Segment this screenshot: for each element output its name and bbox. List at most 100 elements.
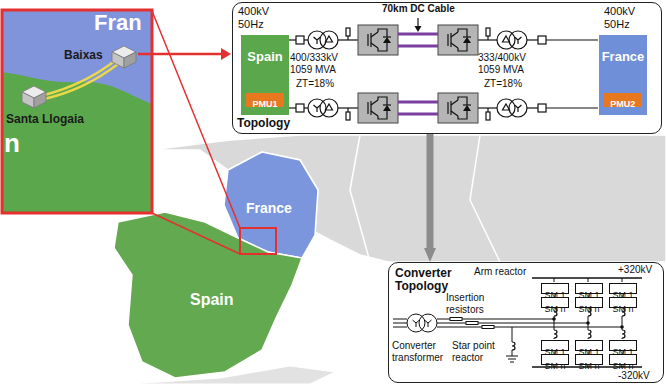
europe-map — [350, 135, 370, 262]
topology-wiring — [515, 105, 522, 112]
panel-ground — [232, 2, 662, 134]
submodule-box: SM n — [575, 297, 603, 308]
submodule-box: SM n — [541, 297, 569, 308]
converter-wiring — [393, 323, 407, 324]
voltage-label: +320kV — [618, 264, 652, 276]
impedance-label: ZT=18% — [296, 78, 334, 90]
station-name: Santa Llogaia — [6, 112, 84, 126]
topology-wiring — [296, 104, 304, 112]
zoom-arrow — [138, 48, 231, 60]
converter-symbol — [438, 93, 478, 123]
box-text: SM n — [578, 362, 599, 371]
zoom-map — [2, 10, 152, 213]
box-text: SM n — [578, 305, 599, 314]
europe-map — [152, 213, 240, 254]
topology-wiring — [296, 36, 304, 44]
topology-wiring — [503, 104, 510, 110]
submodule-box: SM 1 — [575, 340, 603, 351]
topology-wiring — [346, 28, 350, 36]
part-name: Converter transformer — [392, 340, 452, 364]
topology-wiring — [538, 104, 546, 112]
converter-symbol — [358, 25, 478, 123]
submodule-box: SM n — [541, 354, 569, 365]
submodule-box: SM n — [575, 354, 603, 365]
converter-wiring — [450, 318, 462, 321]
europe-map — [152, 11, 240, 228]
topology-wiring — [320, 99, 338, 117]
pmu-box: PMU2 — [604, 93, 642, 107]
topology-wiring — [314, 37, 321, 44]
cable-pointer — [415, 18, 422, 32]
grid-rating: 400kV 50Hz — [238, 5, 278, 31]
part-name: Insertion resistors — [446, 292, 506, 316]
topology-wiring — [509, 99, 527, 117]
dc-cable — [398, 101, 438, 104]
panel-heading: Converter Topology — [395, 267, 457, 293]
converter-wiring — [588, 278, 589, 282]
converter-wiring — [510, 362, 514, 363]
converter-wiring — [532, 277, 642, 279]
zoom-map — [44, 64, 118, 99]
submodule-box: SM n — [609, 297, 637, 308]
zoom-arrow — [138, 53, 222, 56]
reactor-symbol — [554, 330, 557, 338]
submodule-box: SM 1 — [609, 340, 637, 351]
dc-cable — [398, 33, 438, 36]
reactor-symbol — [512, 342, 515, 350]
topology-wiring — [346, 112, 350, 120]
reactor-symbol — [622, 330, 625, 338]
converter-wiring — [437, 319, 554, 320]
box-text: France — [602, 49, 645, 64]
zoom-map — [112, 46, 136, 68]
station-name: Baixas — [64, 48, 103, 62]
dc-cable — [398, 45, 438, 48]
topology-wiring — [546, 107, 598, 108]
box-text: SM n — [544, 305, 565, 314]
converter-wiring — [419, 314, 437, 332]
zoom-frame — [2, 10, 152, 213]
cable-pointer — [417, 18, 418, 27]
topology-wiring — [326, 36, 333, 42]
topology-wiring — [486, 112, 490, 120]
zoom-map — [44, 60, 116, 95]
topology-wiring — [486, 28, 490, 36]
box-text: SM n — [612, 362, 633, 371]
converter-wiring — [622, 278, 623, 282]
box-text: SM n — [544, 362, 565, 371]
zoom-map — [2, 10, 152, 213]
part-name: Star point reactor — [452, 340, 508, 364]
reactor-symbol — [588, 330, 591, 338]
junction-dot — [552, 317, 556, 321]
topology-wiring — [326, 104, 333, 110]
topology-wiring — [288, 107, 296, 108]
map-label: Fran — [94, 10, 142, 36]
cable-pointer — [415, 26, 422, 32]
topology-wiring — [527, 39, 538, 40]
dc-cable — [398, 113, 438, 116]
converter-wiring — [393, 327, 407, 328]
transformer-rating: 400/333kV 1059 MVA — [290, 52, 352, 76]
converter-wiring — [512, 350, 513, 356]
country-name: France — [246, 200, 292, 217]
box-text: Spain — [247, 49, 282, 64]
europe-map — [240, 228, 276, 254]
impedance-label: ZT=18% — [484, 78, 522, 90]
converter-symbol — [358, 25, 398, 55]
box-text: SM n — [612, 305, 633, 314]
junction-dot — [586, 321, 590, 325]
converter-wiring — [482, 326, 494, 329]
europe-map — [114, 212, 302, 378]
converter-wiring — [554, 278, 555, 282]
converter-wiring — [466, 322, 478, 325]
map-label: n — [4, 128, 20, 159]
converter-wiring — [425, 320, 432, 327]
converter-wiring — [407, 314, 425, 332]
converter-wiring — [506, 356, 518, 357]
topology-wiring — [515, 37, 522, 44]
converter-symbol — [438, 25, 478, 55]
europe-map — [470, 135, 500, 262]
submodule-box: SM 1 — [575, 283, 603, 294]
converter-wiring — [508, 359, 516, 360]
submodule-box: SM 1 — [609, 283, 637, 294]
